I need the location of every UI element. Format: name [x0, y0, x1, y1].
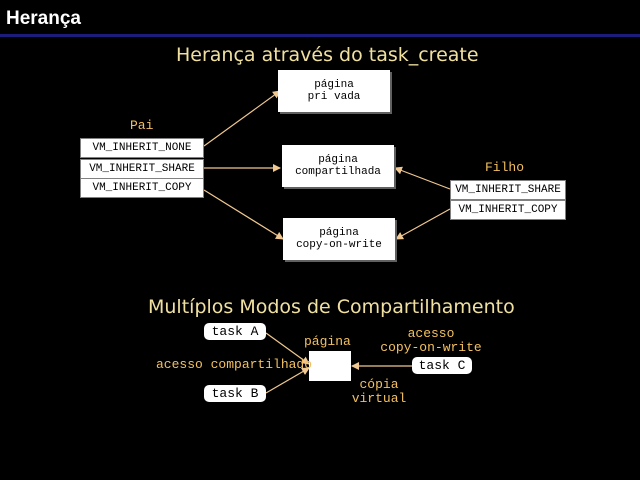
page-compartilhada: página compartilhada: [282, 145, 394, 187]
arrow-task-b-to-pagina: [265, 367, 310, 394]
page-cow-line1: página: [319, 227, 359, 239]
acesso-cow-line2: copy-on-write: [380, 340, 482, 355]
arrow-copy-to-cow: [203, 189, 284, 240]
acesso-cow-line1: acesso: [407, 326, 455, 341]
page-title: Herança: [6, 8, 81, 29]
task-c-box: task C: [412, 357, 472, 374]
pai-vm-inherit-copy: VM_INHERIT_COPY: [80, 178, 204, 198]
copia-virtual-line2: virtual: [351, 391, 407, 406]
copia-virtual-label: cópia virtual: [348, 378, 410, 406]
page-privada-line1: página: [314, 79, 354, 91]
pai-label: Pai: [130, 118, 154, 133]
page-copy-on-write: página copy-on-write: [283, 218, 395, 260]
filho-vm-inherit-share: VM_INHERIT_SHARE: [450, 180, 566, 200]
page-cow-line2: copy-on-write: [296, 239, 382, 251]
arrow-filho-copy-to-cow: [395, 208, 451, 240]
pagina-label: página: [304, 334, 351, 349]
pai-vm-inherit-share: VM_INHERIT_SHARE: [80, 159, 204, 179]
task-a-box: task A: [204, 323, 266, 340]
arrow-filho-share-to-compartilhada: [394, 166, 451, 190]
copia-virtual-line1: cópia: [359, 377, 399, 392]
acesso-cow-label: acesso copy-on-write: [373, 327, 489, 355]
arrow-none-to-privada: [203, 90, 281, 147]
header-divider: [0, 34, 640, 37]
page-privada-line2: pri vada: [307, 91, 361, 103]
page-privada: página pri vada: [278, 70, 390, 112]
section1-title: Herança através do task_create: [176, 44, 479, 66]
shared-page-box: [309, 351, 351, 381]
section2-title: Multíplos Modos de Compartilhamento: [148, 296, 515, 318]
filho-vm-inherit-copy: VM_INHERIT_COPY: [450, 200, 566, 220]
arrow-task-a-to-pagina: [265, 332, 310, 365]
filho-label: Filho: [485, 160, 525, 175]
pai-vm-inherit-none: VM_INHERIT_NONE: [80, 138, 204, 158]
page-compartilhada-line2: compartilhada: [295, 166, 381, 178]
page-compartilhada-line1: página: [318, 154, 358, 166]
task-b-box: task B: [204, 385, 266, 402]
acesso-compartilhado-label: acesso compartilhado: [156, 357, 313, 372]
